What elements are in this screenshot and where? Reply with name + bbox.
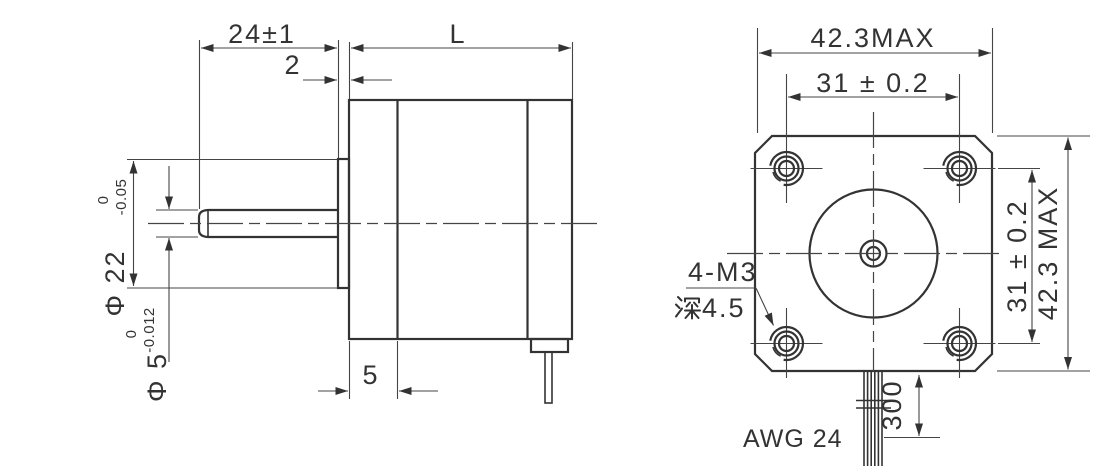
motor-body-outline <box>347 98 574 341</box>
dim-hole-pitch-top: 31 ± 0.2 <box>785 68 961 134</box>
screw-hole-top-right <box>923 133 996 203</box>
depth-character-glyph <box>675 296 701 320</box>
lead-exit-connector <box>529 337 570 354</box>
dim-width-text: 42.3MAX <box>810 23 935 53</box>
dim-hole-pitch-top-text: 31 ± 0.2 <box>816 68 929 98</box>
stroke <box>684 297 700 304</box>
dim-shaft-dia-text: Φ 5 <box>142 352 172 402</box>
thread-note-text: 4-M3 <box>688 257 758 287</box>
lead-wire-bundle <box>856 372 891 466</box>
thread-arc-stub <box>945 171 955 182</box>
thread-arc <box>769 150 805 187</box>
dim-hole-pitch-side: 31 ± 0.2 <box>998 167 1040 345</box>
screw-hole-bottom-left <box>750 308 823 378</box>
hole-minor-circle <box>950 159 969 178</box>
dim-boss-dia-tol-upper: 0 <box>95 196 112 205</box>
dim-pilot-depth-text: 2 <box>284 50 301 80</box>
dim-height-text: 42.3 MAX <box>1033 186 1063 321</box>
dim-body-length: L <box>351 19 574 99</box>
leader-arrow-line <box>755 287 774 326</box>
dim-hole-pitch-side-text: 31 ± 0.2 <box>1002 199 1032 312</box>
thread-arc-stub <box>772 171 782 182</box>
screw-hole-bottom-right <box>923 308 996 378</box>
thread-arc <box>942 150 978 187</box>
stroke <box>684 309 693 319</box>
hole-major-circle <box>946 155 973 182</box>
dim-boss-dia-tol-lower: -0.05 <box>113 179 130 216</box>
dim-faceplate-width: 42.3MAX <box>756 23 994 133</box>
thread-depth-note: 4-M3 4.5 <box>675 257 774 326</box>
dim-lead-length: 300 <box>877 375 940 439</box>
thread-arc-stub <box>772 346 782 357</box>
dim-shaft-dia-tol-upper: 0 <box>123 330 140 339</box>
dim-shaft-length-text: 24±1 <box>228 19 296 49</box>
dim-faceplate-height: 42.3 MAX <box>997 135 1090 372</box>
dim-boss-diameter: Φ 22 0 -0.05 <box>95 158 337 317</box>
stroke <box>675 303 681 309</box>
motor-body <box>347 98 574 341</box>
screw-hole-top-left <box>750 133 823 203</box>
dim-flange-thickness: 5 <box>318 341 438 399</box>
front-view: 42.3MAX 31 ± 0.2 31 ± 0.2 42.3 MAX <box>675 23 1090 466</box>
hole-minor-circle <box>777 334 796 353</box>
dim-shaft-dia-tol-lower: -0.012 <box>141 307 158 353</box>
wire-gauge-label: AWG 24 <box>743 425 843 453</box>
dim-body-length-text: L <box>449 19 466 49</box>
dim-shaft-diameter: Φ 5 0 -0.012 <box>123 166 198 402</box>
thread-arc-stub <box>945 346 955 357</box>
stroke <box>693 301 699 308</box>
stroke <box>685 301 691 308</box>
stroke <box>675 307 683 318</box>
depth-value-text: 4.5 <box>702 293 746 323</box>
hole-major-circle <box>773 330 800 357</box>
lead-wire-side <box>544 351 553 404</box>
hole-major-circle <box>773 155 800 182</box>
thread-arc <box>769 325 805 362</box>
dim-shaft-length: 24±1 <box>198 19 340 209</box>
side-view: 24±1 2 L Φ 22 0 -0.05 <box>95 19 598 404</box>
dim-lead-length-text: 300 <box>877 379 907 430</box>
stroke <box>677 296 683 302</box>
hole-major-circle <box>946 330 973 357</box>
stroke <box>691 309 700 319</box>
dim-pilot-depth: 2 <box>284 42 392 99</box>
hole-minor-circle <box>950 334 969 353</box>
hole-minor-circle <box>777 159 796 178</box>
dim-boss-dia-text: Φ 22 <box>100 249 130 316</box>
thread-arc <box>942 325 978 362</box>
faceplate-outline <box>753 134 994 373</box>
dim-flange-thickness-text: 5 <box>362 360 379 390</box>
